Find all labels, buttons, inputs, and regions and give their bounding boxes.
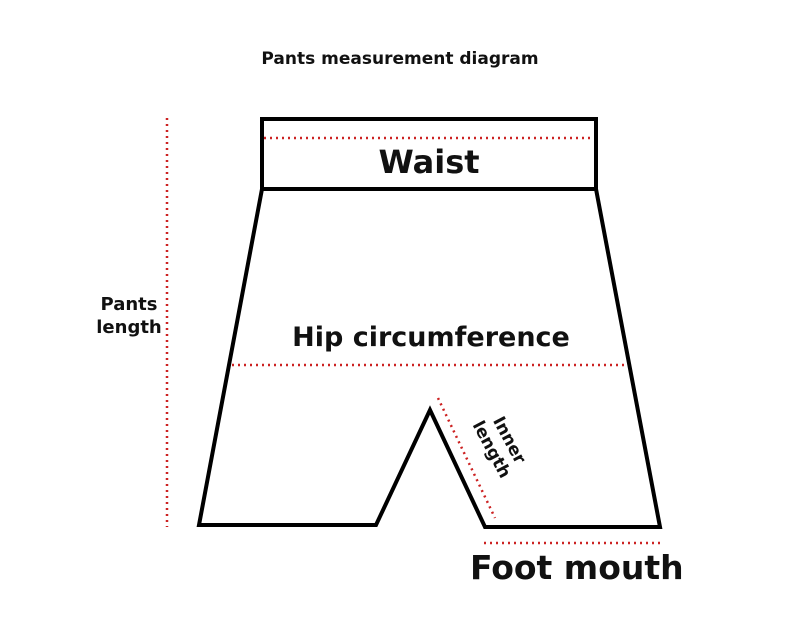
pants-length-label-line2: length <box>96 317 162 338</box>
pants-length-label: Pants length <box>84 293 174 339</box>
diagram-title: Pants measurement diagram <box>261 49 539 69</box>
foot-mouth-label: Foot mouth <box>470 548 684 587</box>
pants-body-outline <box>196 188 663 529</box>
waistband-outline <box>260 117 598 191</box>
pants-length-label-line1: Pants <box>100 294 158 315</box>
hip-circumference-label: Hip circumference <box>292 322 570 353</box>
inner-length-measure-line <box>436 397 497 519</box>
waist-label: Waist <box>378 143 480 181</box>
